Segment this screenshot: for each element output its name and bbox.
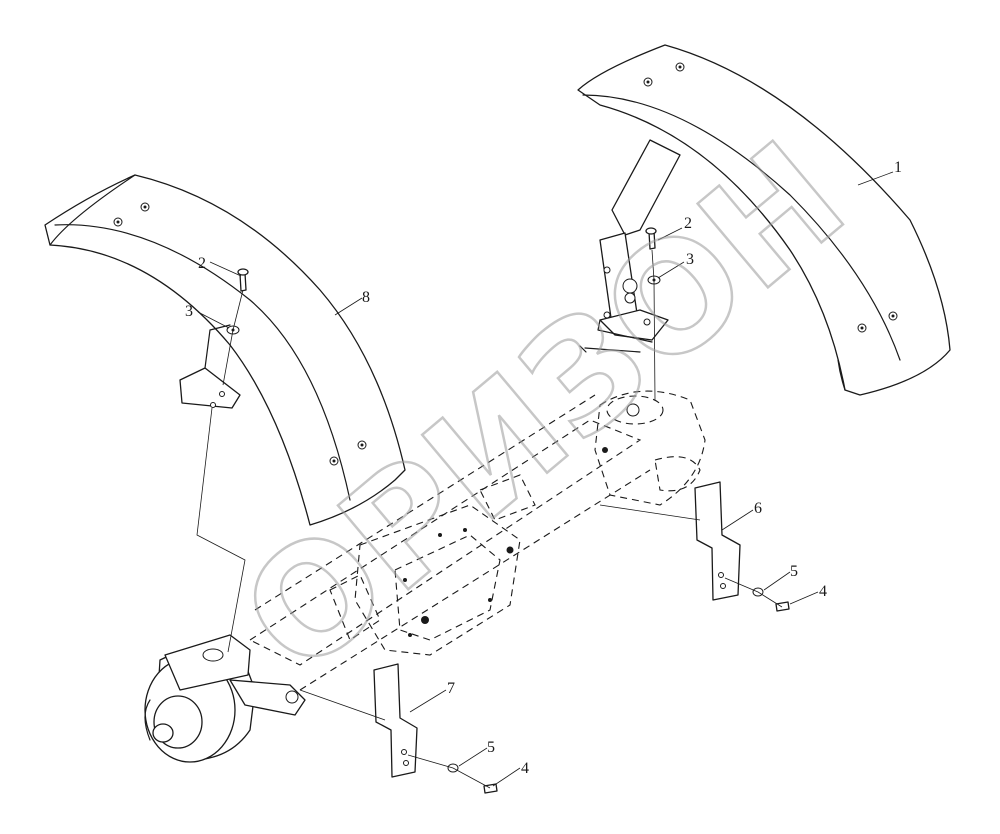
callout-1: 1 [894, 159, 902, 176]
leader-lines [197, 171, 894, 787]
axle-housing [248, 394, 651, 691]
left-fender [44, 174, 406, 526]
assembly-guide-lines [196, 249, 783, 789]
callout-7: 7 [447, 680, 455, 697]
callout-labels: 1 2 2 3 3 4 4 5 5 6 7 8 [185, 159, 902, 777]
callout-5-upper: 5 [790, 563, 798, 580]
differential-housing [354, 504, 521, 656]
callout-2-left: 2 [198, 255, 206, 272]
callout-2-right: 2 [684, 215, 692, 232]
callout-8: 8 [362, 289, 370, 306]
screw-4-upper [775, 601, 790, 612]
callout-4-upper: 4 [819, 583, 827, 600]
callout-4-lower: 4 [521, 760, 529, 777]
callout-3-right: 3 [686, 251, 694, 268]
right-bolt [645, 227, 657, 250]
right-fender-bracket [579, 139, 681, 353]
screw-4-lower [483, 783, 498, 794]
left-bolt [237, 268, 249, 292]
callout-5-lower: 5 [487, 739, 495, 756]
callout-6: 6 [754, 500, 762, 517]
bracket-6 [694, 481, 741, 601]
right-knuckle [594, 390, 706, 506]
right-fender [577, 44, 951, 396]
callout-3-left: 3 [185, 303, 193, 320]
bracket-7 [373, 663, 418, 778]
left-fender-bracket [179, 324, 241, 409]
